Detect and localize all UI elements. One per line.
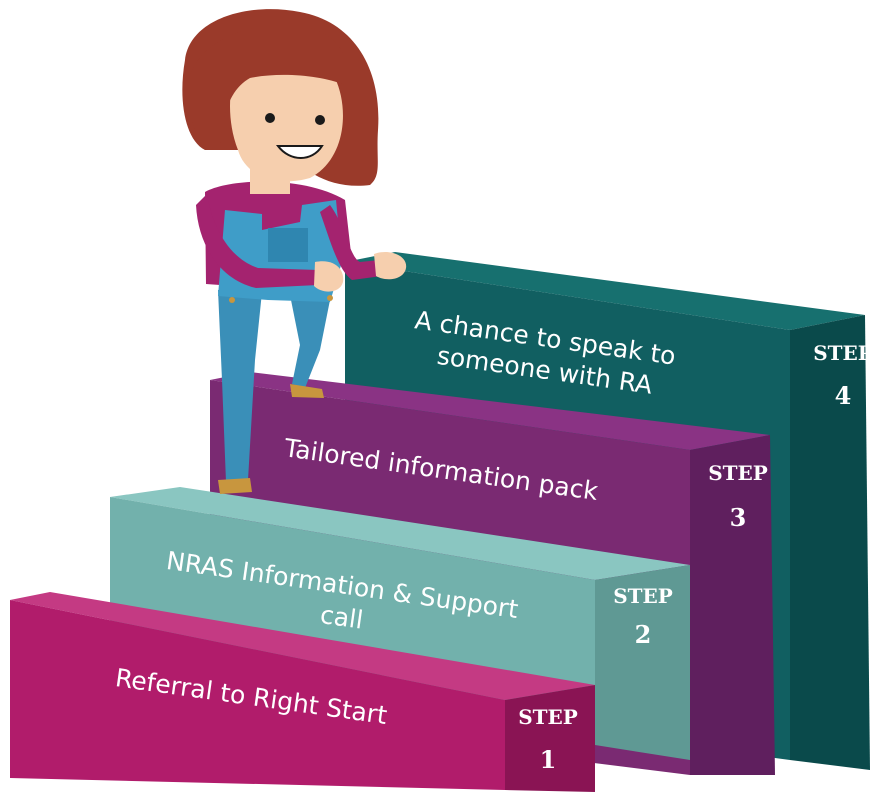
button-left <box>229 297 235 303</box>
woman-character <box>182 9 407 494</box>
step-2-tag: STEP <box>613 584 673 608</box>
step-1-side-face <box>505 685 595 792</box>
step-4-top-face <box>345 252 865 330</box>
eye-left <box>265 113 275 123</box>
leg-back <box>290 295 330 388</box>
step-2-side-face <box>595 565 690 760</box>
step-2-top-face <box>110 487 690 580</box>
step-2-number: 2 <box>635 620 652 649</box>
hand-right <box>374 251 407 280</box>
step-1-top-face <box>10 592 595 700</box>
dungarees-pocket <box>268 228 308 262</box>
step-1-front-face <box>10 600 505 790</box>
step-1-tag: STEP <box>518 705 578 729</box>
face <box>230 63 343 182</box>
hand-left <box>314 261 344 292</box>
eye-right <box>315 115 325 125</box>
step-3-number: 3 <box>730 503 747 532</box>
step-4-side-face <box>790 315 870 770</box>
hair-bangs <box>187 25 347 150</box>
shoe-back <box>290 384 324 398</box>
button-right <box>327 295 333 301</box>
arm-left <box>196 194 318 288</box>
step-4-tag: STEP <box>813 341 873 365</box>
arm-right <box>320 205 382 280</box>
step-3-top-face <box>210 372 770 450</box>
step-3-side-face <box>690 435 775 775</box>
leg-front <box>218 290 262 482</box>
step-1-number: 1 <box>540 745 557 774</box>
step-3-tag: STEP <box>708 461 768 485</box>
step-4-number: 4 <box>835 381 852 410</box>
shoe-front <box>218 478 252 494</box>
smile <box>275 145 324 159</box>
step-1-block <box>10 592 595 792</box>
